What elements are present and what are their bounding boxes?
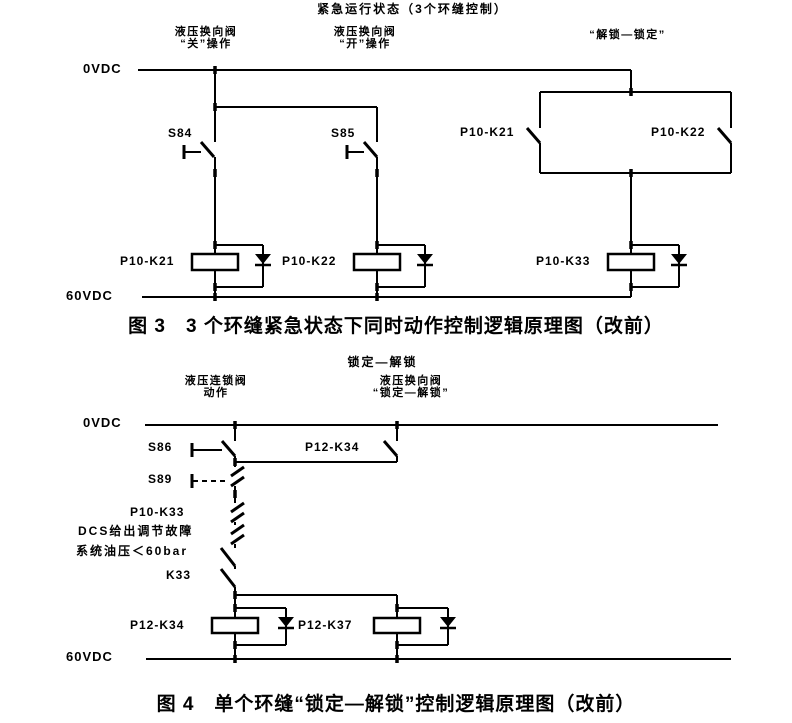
s89-contact-label: S89	[148, 472, 173, 486]
p12-k34-contact-label: P12-K34	[305, 440, 360, 454]
p10-k21-contact-label: P10-K21	[460, 125, 515, 139]
dcs-fault-contact-label: DCS给出调节故障	[78, 524, 194, 538]
diode-icon	[440, 617, 456, 627]
k33-contact-symbol	[219, 568, 237, 588]
fig4-rail-bottom-label: 60VDC	[66, 649, 113, 664]
fig4-header-interlock-valve: 液压连锁阀 动作	[184, 375, 248, 399]
p10-k33-contact-label: P10-K33	[130, 505, 185, 519]
fig4-rail-top-label: 0VDC	[83, 415, 122, 430]
diode-icon	[417, 254, 433, 264]
p10-k22-coil-label: P10-K22	[282, 254, 337, 268]
dcs-fault-contact-symbol	[230, 523, 245, 546]
p10-k33-coil-symbol	[606, 244, 687, 288]
p10-k21-coil-label: P10-K21	[120, 254, 175, 268]
p12-k34-coil-symbol	[210, 607, 294, 646]
diode-icon	[671, 254, 687, 264]
oil-pressure-contact-label: 系统油压＜60bar	[76, 544, 189, 558]
p12-k37-coil-label: P12-K37	[298, 618, 353, 632]
p10-k21-coil-symbol	[190, 244, 271, 288]
fig4-title: 锁定—解锁	[347, 355, 418, 369]
diode-icon	[278, 617, 294, 627]
s84-contact-symbol	[182, 141, 216, 159]
p10-k33-coil-label: P10-K33	[536, 254, 591, 268]
p10-k22-coil-symbol	[352, 244, 433, 288]
s86-contact-label: S86	[148, 440, 173, 454]
fig3-circuit	[138, 66, 733, 301]
s86-contact-symbol	[190, 440, 237, 457]
p10-k22-contact-symbol	[716, 127, 733, 144]
p12-k37-coil-symbol	[372, 607, 456, 646]
p10-k21-contact-symbol	[525, 127, 542, 144]
fig4-header-direction-valve: 液压换向阀 “锁定—解锁”	[372, 375, 450, 399]
fig3-header-close-op: 液压换向阀 “关”操作	[174, 26, 238, 50]
fig3-rail-bottom-label: 60VDC	[66, 288, 113, 303]
fig4-junction-ticks	[233, 421, 399, 663]
fig3-header-open-op: 液压换向阀 “开”操作	[333, 26, 397, 50]
p12-k34-coil-label: P12-K34	[130, 618, 185, 632]
k33-contact-label: K33	[166, 568, 192, 582]
oil-pressure-contact-symbol	[219, 547, 237, 567]
p10-k22-contact-label: P10-K22	[651, 125, 706, 139]
fig3-title: 紧急运行状态（3个环缝控制）	[317, 2, 508, 16]
p12-k34-contact-symbol	[382, 440, 399, 457]
s84-contact-label: S84	[168, 126, 193, 140]
fig3-wires	[214, 70, 732, 297]
s85-contact-label: S85	[331, 126, 356, 140]
s89-contact-symbol	[190, 465, 245, 488]
fig3-header-unlock-lock: “解锁—锁定”	[589, 29, 666, 41]
fig4-caption: 图 4 单个环缝“锁定—解锁”控制逻辑原理图（改前）	[156, 694, 636, 715]
p10-k33-contact-symbol	[230, 501, 245, 524]
fig3-junction-ticks	[213, 66, 633, 301]
fig3-caption: 图 3 3 个环缝紧急状态下同时动作控制逻辑原理图（改前）	[128, 316, 664, 337]
s85-contact-symbol	[345, 141, 379, 159]
fig3-rail-top-label: 0VDC	[83, 61, 122, 76]
fig4-circuit	[145, 421, 731, 663]
diode-icon	[255, 254, 271, 264]
